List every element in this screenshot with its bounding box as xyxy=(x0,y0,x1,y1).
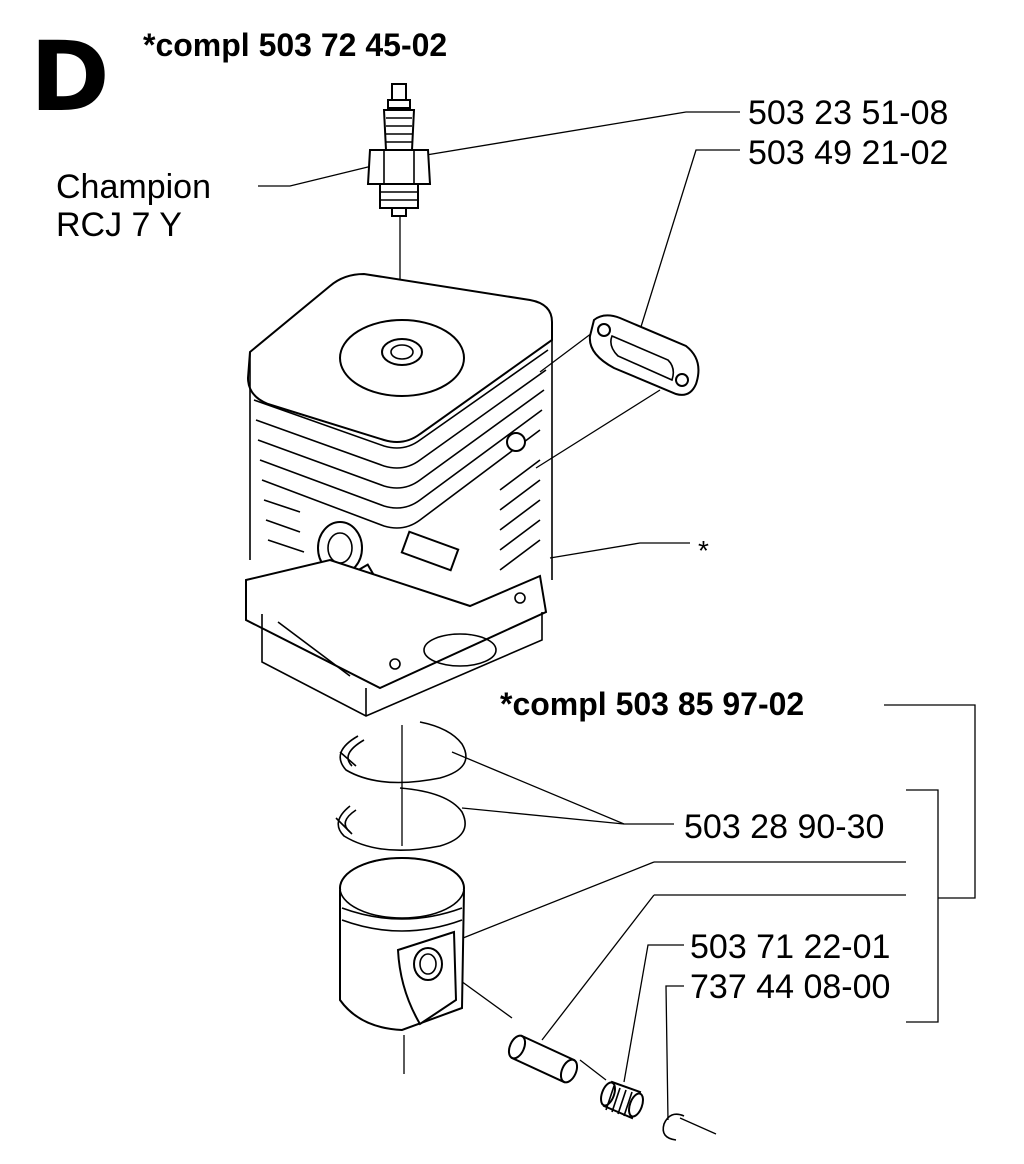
section-letter: D xyxy=(30,21,110,133)
needle-bearing-part xyxy=(600,1080,644,1120)
gasket-part-number: 503 49 21-02 xyxy=(748,134,948,172)
piston-ring-upper-part xyxy=(339,721,467,784)
spark-plug-part-number: 503 23 51-08 xyxy=(748,94,948,132)
piston-ring-lower-part xyxy=(335,787,466,852)
cylinder-part xyxy=(245,272,553,717)
spark-plug-part xyxy=(366,83,432,217)
piston-part xyxy=(339,857,465,1032)
spark-plug-model-label: RCJ 7 Y xyxy=(56,206,182,244)
piston-ring-part-number: 503 28 90-30 xyxy=(684,808,884,846)
circlip-part xyxy=(662,1113,685,1141)
leader-lines xyxy=(258,111,976,1135)
piston-pin-part xyxy=(507,1034,579,1084)
needle-bearing-part-number: 503 71 22-01 xyxy=(690,928,890,966)
piston-assembly-label: *compl 503 85 97-02 xyxy=(500,686,804,722)
cylinder-asterisk-label: * xyxy=(698,535,709,566)
circlip-part-number: 737 44 08-00 xyxy=(690,968,890,1006)
exhaust-gasket-part xyxy=(588,314,700,396)
cylinder-assembly-label: *compl 503 72 45-02 xyxy=(143,27,447,63)
spark-plug-brand-label: Champion xyxy=(56,168,211,206)
